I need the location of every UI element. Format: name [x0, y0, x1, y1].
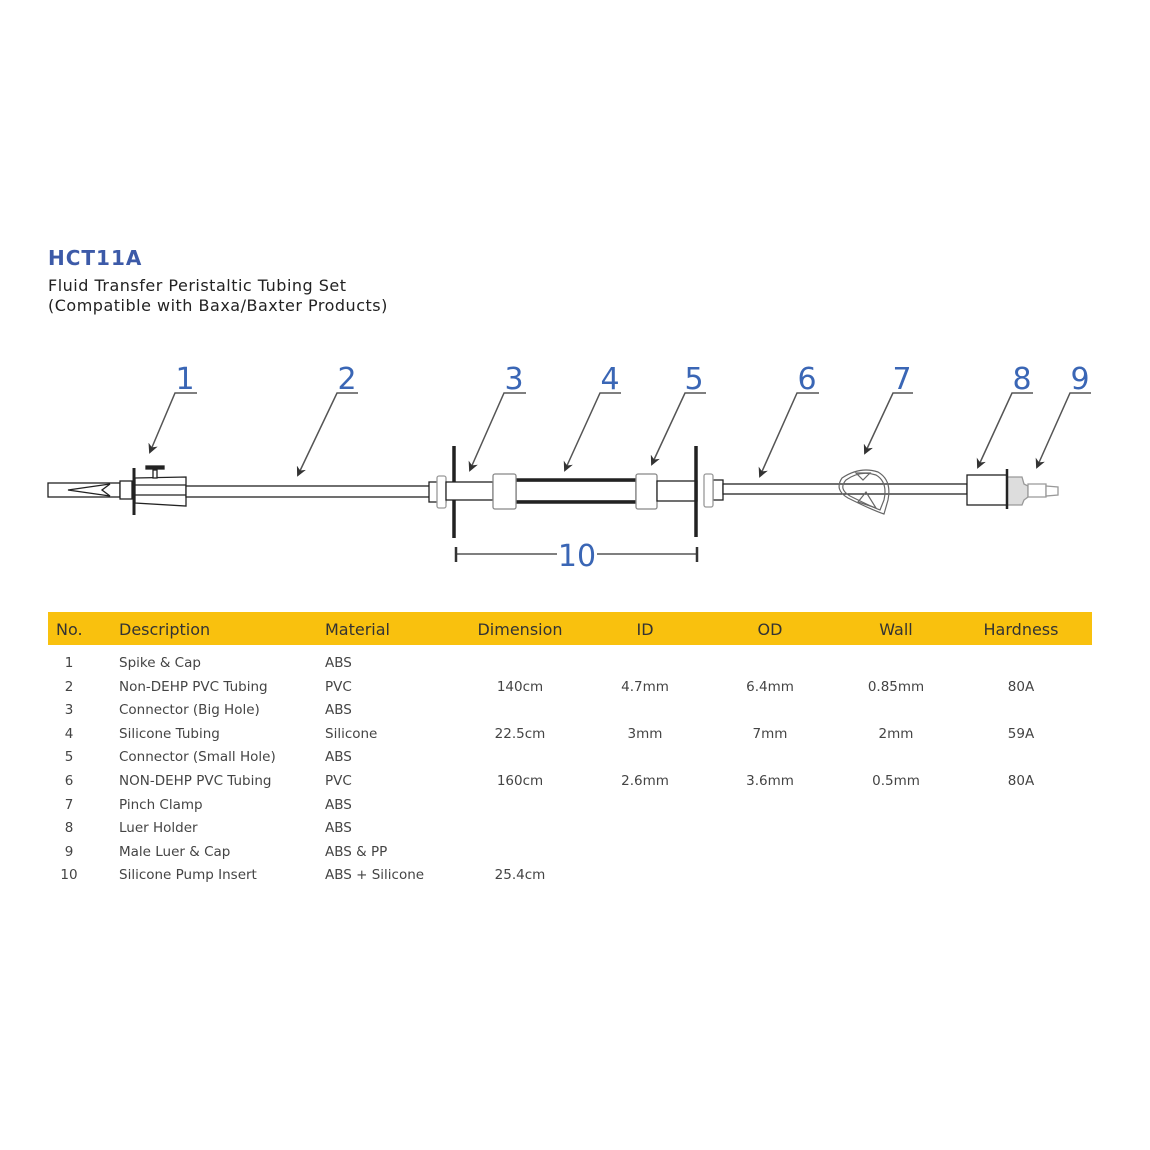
- table-row: 3 Connector (Big Hole) ABS: [48, 702, 1092, 724]
- pump-insert-dimension: [454, 547, 699, 562]
- cell-no: 2: [64, 678, 74, 695]
- cell-od: 3.6mm: [746, 773, 794, 789]
- table-header: No. Description Material Dimension ID OD…: [48, 612, 1092, 645]
- table-row: 8 Luer Holder ABS: [48, 820, 1092, 842]
- cell-description: NON-DEHP PVC Tubing: [119, 773, 272, 789]
- tubing-set-diagram: 1 2 3 4 5 6 7 8 9: [47, 362, 1091, 574]
- col-dimension: Dimension: [477, 620, 563, 639]
- cell-dimension: 22.5cm: [494, 725, 546, 742]
- col-no: No.: [56, 620, 83, 639]
- cell-material: ABS: [325, 820, 352, 837]
- cell-material: ABS: [325, 796, 352, 813]
- cell-wall: 0.85mm: [867, 678, 925, 695]
- cell-dimension: 140cm: [496, 678, 544, 695]
- cell-hardness: 80A: [1007, 678, 1035, 695]
- cell-no: 4: [64, 725, 74, 742]
- cell-description: Non-DEHP PVC Tubing: [119, 678, 268, 695]
- cell-material: ABS: [325, 655, 352, 671]
- table-row: 1 Spike & Cap ABS: [48, 655, 1092, 677]
- cell-hardness: 59A: [1007, 725, 1035, 742]
- cell-material: PVC: [325, 678, 352, 695]
- cell-no: 9: [64, 843, 74, 860]
- col-od: OD: [757, 620, 783, 639]
- table-row: 7 Pinch Clamp ABS: [48, 797, 1092, 819]
- pinch-clamp: [838, 469, 890, 515]
- callout-8: 8: [1012, 362, 1031, 397]
- pvc-tubing-140cm: [185, 485, 431, 498]
- cell-material: ABS: [325, 749, 352, 766]
- cell-description: Silicone Pump Insert: [119, 867, 257, 884]
- table-row: 2 Non-DEHP PVC Tubing PVC 140cm 4.7mm 6.4mm 0.…: [48, 679, 1092, 701]
- cell-no: 1: [64, 655, 74, 671]
- connector-big-hole: [428, 475, 447, 509]
- cell-description: Luer Holder: [119, 820, 198, 837]
- cell-no: 8: [64, 820, 74, 837]
- callout-leaders: [148, 392, 1091, 478]
- col-description: Description: [119, 620, 211, 639]
- table-row: 5 Connector (Small Hole) ABS: [48, 749, 1092, 771]
- cell-description: Pinch Clamp: [119, 796, 203, 813]
- cell-description: Silicone Tubing: [119, 725, 220, 742]
- callout-1: 1: [175, 362, 194, 397]
- silicone-tubing: [515, 478, 637, 504]
- col-material: Material: [325, 620, 390, 639]
- cell-hardness: 80A: [1007, 773, 1035, 789]
- cell-id: 4.7mm: [621, 678, 669, 695]
- cell-description: Spike & Cap: [119, 655, 201, 671]
- cell-no: 6: [64, 773, 74, 789]
- cell-no: 10: [60, 867, 78, 884]
- callout-4: 4: [600, 362, 619, 397]
- product-compatibility: (Compatible with Baxa/Baxter Products): [48, 296, 388, 315]
- table-row: 10 Silicone Pump Insert ABS + Silicone 25.4…: [48, 867, 1092, 889]
- luer-holder: [966, 474, 1008, 506]
- cell-material: ABS: [325, 702, 352, 719]
- product-code: HCT11A: [48, 246, 143, 270]
- cell-no: 5: [64, 749, 74, 766]
- dimension-label-10: 10: [558, 539, 596, 574]
- cell-id: 2.6mm: [621, 773, 669, 789]
- callout-6: 6: [797, 362, 816, 397]
- cell-material: PVC: [325, 773, 352, 789]
- col-id: ID: [636, 620, 654, 639]
- col-wall: Wall: [879, 620, 913, 639]
- cell-material: ABS & PP: [325, 843, 388, 860]
- male-luer-and-cap: [1005, 469, 1059, 509]
- cell-id: 3mm: [627, 725, 663, 742]
- cell-od: 7mm: [752, 725, 788, 742]
- callout-5: 5: [684, 362, 703, 397]
- cell-dimension: 25.4cm: [494, 867, 546, 884]
- callout-3: 3: [504, 362, 523, 397]
- cell-description: Male Luer & Cap: [119, 843, 231, 860]
- product-name: Fluid Transfer Peristaltic Tubing Set: [48, 276, 347, 295]
- callout-2: 2: [337, 362, 356, 397]
- callout-9: 9: [1070, 362, 1089, 397]
- cell-no: 7: [64, 796, 74, 813]
- cell-description: Connector (Small Hole): [119, 749, 276, 766]
- cell-description: Connector (Big Hole): [119, 702, 260, 719]
- table-row: 6 NON-DEHP PVC Tubing PVC 160cm 2.6mm 3.6mm 0.…: [48, 773, 1092, 795]
- spike-and-cap: [47, 465, 187, 515]
- connector-small-hole: [635, 473, 658, 510]
- cell-od: 6.4mm: [746, 678, 794, 695]
- cell-wall: 2mm: [878, 725, 914, 742]
- table-row: 4 Silicone Tubing Silicone 22.5cm 3mm 7mm 2mm 5…: [48, 726, 1092, 748]
- silicone-collar-left: [492, 473, 517, 510]
- table-row: 9 Male Luer & Cap ABS & PP: [48, 844, 1092, 866]
- callout-7: 7: [892, 362, 911, 397]
- cell-material: ABS + Silicone: [325, 867, 425, 884]
- cell-dimension: 160cm: [496, 773, 544, 789]
- cell-material: Silicone: [325, 725, 378, 742]
- cell-no: 3: [64, 702, 74, 719]
- cell-wall: 0.5mm: [872, 773, 920, 789]
- col-hardness: Hardness: [983, 620, 1059, 639]
